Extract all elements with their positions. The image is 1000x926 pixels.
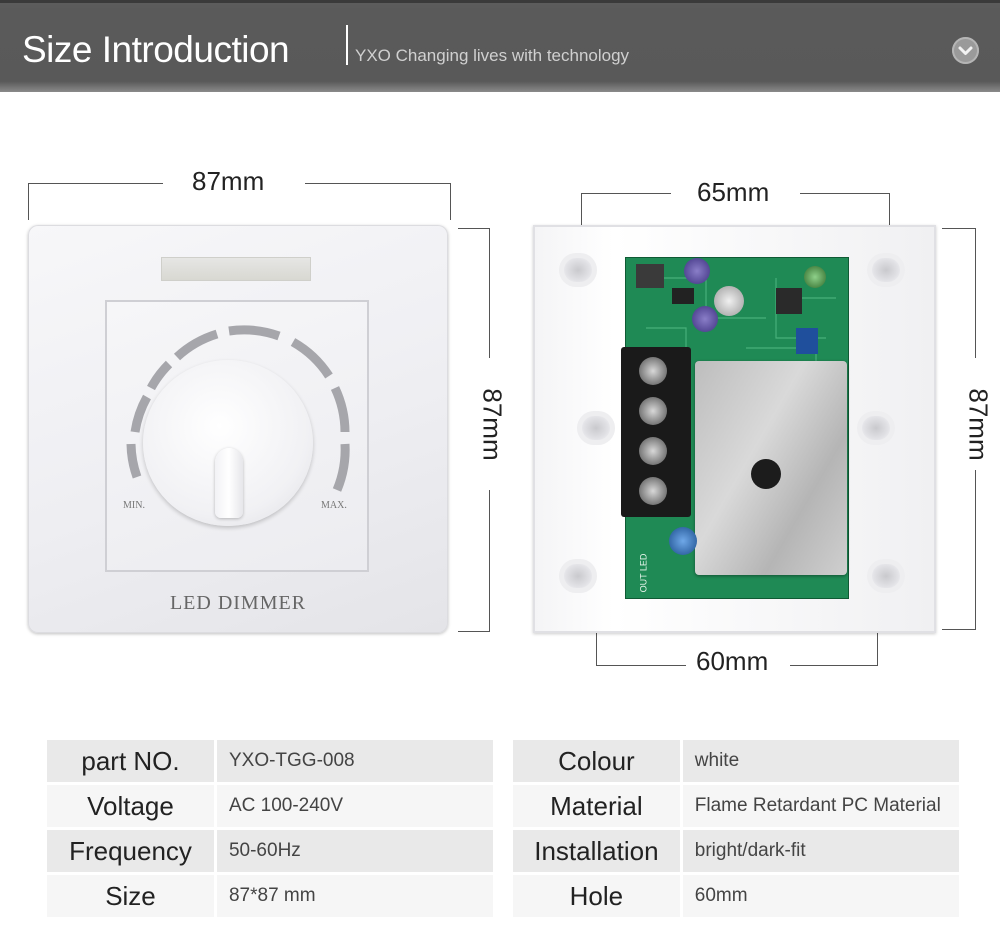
dim-line-back-top-right xyxy=(800,193,890,194)
header-tagline: YXO Changing lives with technology xyxy=(355,46,630,65)
spec-right-value: 60mm xyxy=(682,875,959,917)
dimmer-knob[interactable] xyxy=(143,360,313,526)
page-title: Size Introduction xyxy=(22,29,290,70)
metal-shield-cover xyxy=(695,361,847,575)
mount-slot-bottom-left xyxy=(559,559,597,593)
spec-right-value: Flame Retardant PC Material xyxy=(682,785,959,827)
led-dimmer-label: LED DIMMER xyxy=(169,592,307,614)
spec-left-row: part NO.YXO-TGG-008 xyxy=(47,740,493,782)
page-header: Size Introduction YXO Changing lives wit… xyxy=(0,0,1000,92)
mount-slot-mid-left xyxy=(577,411,615,445)
spec-right-key: Installation xyxy=(513,830,680,872)
mount-slot-top-left xyxy=(559,253,597,287)
dim-tick-back-height-top xyxy=(942,228,976,229)
dim-tick-front-left xyxy=(28,183,29,220)
mount-slot-mid-right xyxy=(857,411,895,445)
capacitor-blue-bottom xyxy=(669,527,697,555)
dim-line-back-bottom-left xyxy=(596,665,686,666)
potentiometer xyxy=(714,286,744,316)
dim-line-front-width-left xyxy=(28,183,163,184)
terminal-screw-3 xyxy=(639,437,667,465)
dimmer-back-panel: OUT LED xyxy=(533,225,936,633)
dim-line-back-bottom-right xyxy=(790,665,878,666)
dim-label-front-height: 87mm xyxy=(477,388,508,461)
spec-right-key: Colour xyxy=(513,740,680,782)
min-label: MIN. xyxy=(123,500,145,511)
spec-left-key: Size xyxy=(47,875,214,917)
dim-tick-front-right xyxy=(450,183,451,220)
spec-right-value: white xyxy=(682,740,959,782)
dial-scale-icon xyxy=(126,325,350,492)
pcb-traces-icon xyxy=(636,264,836,368)
dim-line-front-height-bottom xyxy=(489,490,490,632)
max-label: MAX. xyxy=(321,500,347,511)
dim-line-back-height-top xyxy=(975,228,976,358)
dim-line-back-height-bottom xyxy=(975,470,976,630)
knob-pointer xyxy=(215,448,243,518)
dim-label-back-bottom-width: 60mm xyxy=(696,646,769,676)
chevron-down-icon-glyph xyxy=(958,46,973,55)
indicator-window xyxy=(161,257,311,281)
spec-right-value: bright/dark-fit xyxy=(682,830,959,872)
dim-tick-back-height-bottom xyxy=(942,629,976,630)
spec-left-value: AC 100-240V xyxy=(216,785,493,827)
chevron-down-icon[interactable] xyxy=(952,37,979,64)
mount-slot-top-right xyxy=(867,253,905,287)
spec-right-key: Hole xyxy=(513,875,680,917)
terminal-screw-2 xyxy=(639,397,667,425)
capacitor-2 xyxy=(692,306,718,332)
dim-line-front-height-top xyxy=(489,228,490,358)
dim-label-back-height: 87mm xyxy=(963,388,994,461)
dim-label-back-top-width: 65mm xyxy=(697,177,770,207)
dim-line-back-top-left xyxy=(581,193,671,194)
terminal-screw-1 xyxy=(639,357,667,385)
spec-left-key: part NO. xyxy=(47,740,214,782)
pcb-out-led-label: OUT LED xyxy=(638,553,649,593)
knob-frame: MIN. MAX. xyxy=(105,300,369,572)
spec-left-value: YXO-TGG-008 xyxy=(216,740,493,782)
terminal-screw-4 xyxy=(639,477,667,505)
dim-label-front-width: 87mm xyxy=(192,166,265,196)
spec-left-key: Voltage xyxy=(47,785,214,827)
dim-tick-front-height-bottom xyxy=(458,631,490,632)
spec-left-value: 87*87 mm xyxy=(216,875,493,917)
spec-left-value: 50-60Hz xyxy=(216,830,493,872)
terminal-block xyxy=(621,347,691,517)
spec-right-key: Material xyxy=(513,785,680,827)
spec-left-key: Frequency xyxy=(47,830,214,872)
capacitor-1 xyxy=(684,258,710,284)
dimmer-front-panel: MIN. MAX. LED DIMMER xyxy=(28,225,448,633)
dim-line-front-width-right xyxy=(305,183,451,184)
dim-tick-front-height-top xyxy=(458,228,490,229)
capacitor-3 xyxy=(804,266,826,288)
mount-slot-bottom-right xyxy=(867,559,905,593)
header-divider xyxy=(346,25,348,65)
cover-hole xyxy=(751,459,781,489)
